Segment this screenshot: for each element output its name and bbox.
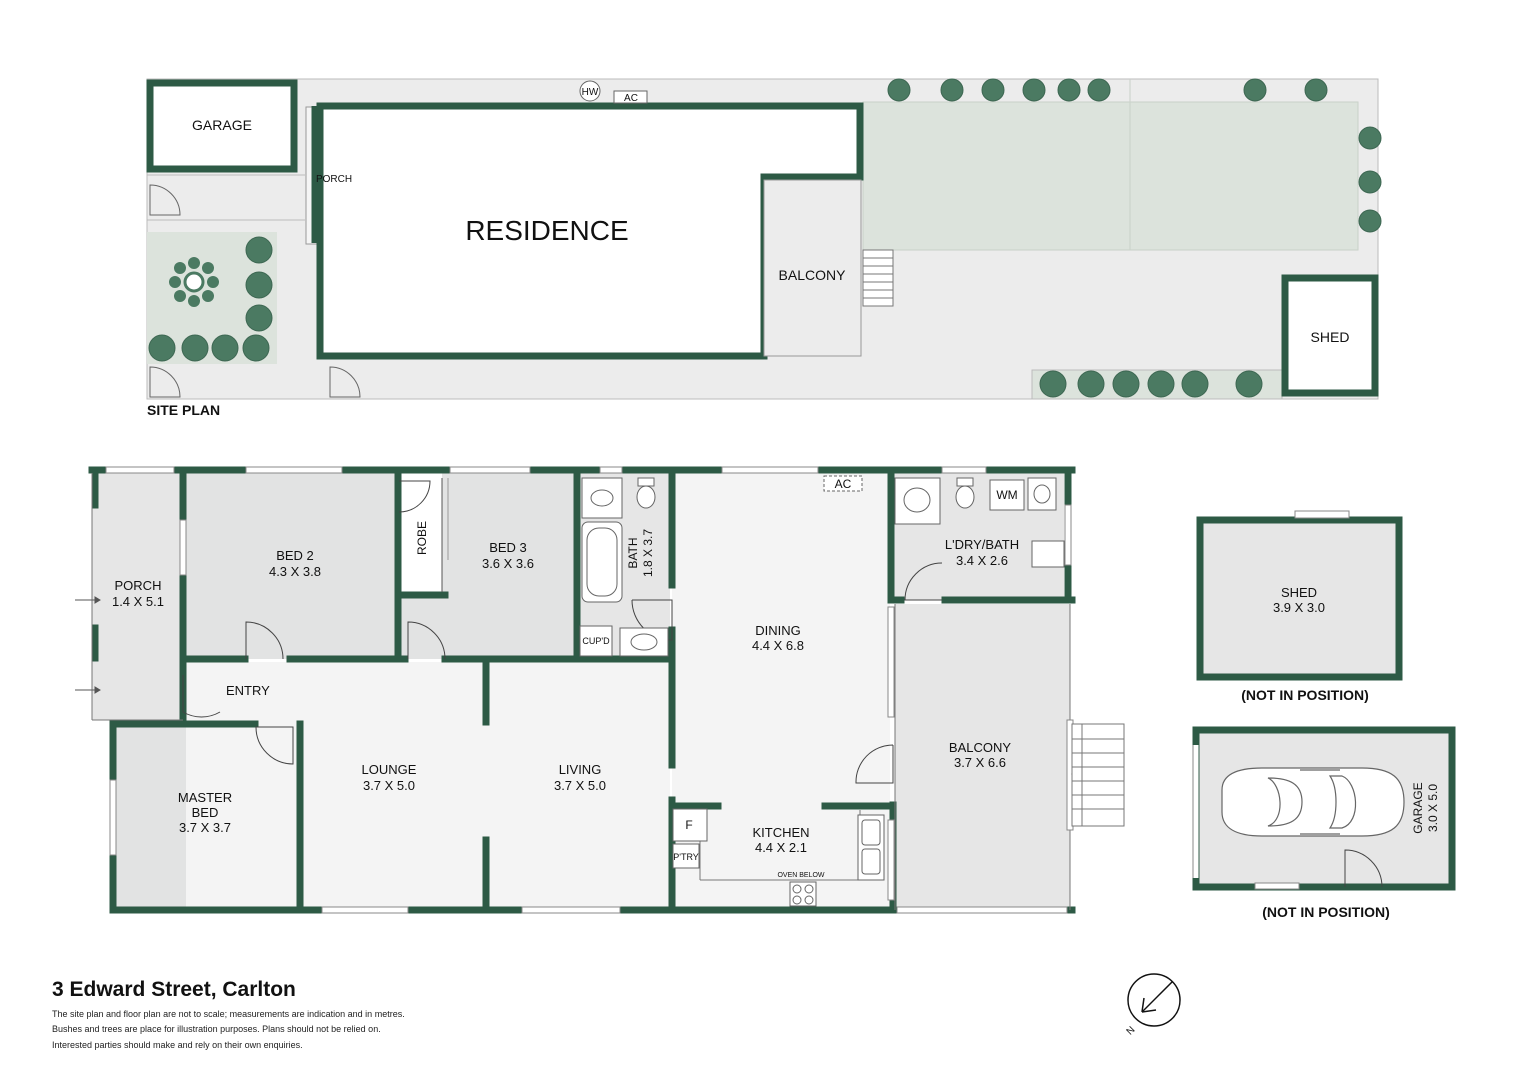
washing-machine-icon <box>989 479 1025 511</box>
robe-label: ROBE <box>415 521 429 555</box>
bed2-floor <box>186 473 400 659</box>
shed-note: (NOT IN POSITION) <box>1241 687 1369 703</box>
floor-plan: PORCH 1.4 X 5.1 BED 2 4.3 X 3.8 BED 3 3.… <box>75 466 1125 914</box>
porch-floor <box>92 473 180 720</box>
outdoor-table-icon <box>169 257 219 307</box>
garage-door-arc <box>1344 849 1383 888</box>
master-size: 3.7 X 3.7 <box>179 820 231 835</box>
site-balcony-label: BALCONY <box>779 267 847 283</box>
ac-label: AC <box>835 477 852 491</box>
gate-arc <box>149 366 181 398</box>
laundry-label: L'DRY/BATH <box>945 537 1019 552</box>
windows <box>105 466 1074 914</box>
site-balcony <box>763 179 862 357</box>
door-arcs <box>182 480 943 784</box>
laundry-toilet-icon <box>955 485 975 509</box>
entry-label: ENTRY <box>226 683 270 698</box>
compass-label: N <box>1125 1025 1138 1038</box>
garage-note: (NOT IN POSITION) <box>1262 904 1390 920</box>
laundry-size: 3.4 X 2.6 <box>956 553 1008 568</box>
site-plan-heading: SITE PLAN <box>147 402 220 418</box>
site-garage <box>146 79 298 173</box>
dining-kitchen-floor <box>672 473 890 910</box>
site-ac-unit <box>613 90 648 104</box>
garage-plan: GARAGE 3.0 X 5.0 (NOT IN POSITION) <box>1192 726 1456 920</box>
site-ac-label: AC <box>624 93 638 104</box>
kitchen-size: 4.4 X 2.1 <box>755 840 807 855</box>
site-stairs <box>862 249 894 307</box>
disclaimer-line: Bushes and trees are place for illustrat… <box>52 1024 381 1034</box>
property-address: 3 Edward Street, Carlton <box>52 978 296 1001</box>
wm-label: WM <box>996 488 1017 502</box>
bed3-label: BED 3 <box>489 540 527 555</box>
site-residence-label: RESIDENCE <box>465 215 628 246</box>
living-size: 3.7 X 5.0 <box>554 778 606 793</box>
master-label-1: MASTER <box>178 790 232 805</box>
cupboard <box>579 625 613 657</box>
robe-floor <box>400 473 442 595</box>
porch-size: 1.4 X 5.1 <box>112 594 164 609</box>
site-shed <box>1281 274 1379 397</box>
lounge-size: 3.7 X 5.0 <box>363 778 415 793</box>
bed3-size: 3.6 X 3.6 <box>482 556 534 571</box>
north-compass-icon: N <box>1125 973 1181 1038</box>
master-label-2: BED <box>192 805 219 820</box>
bath-label: BATH <box>626 537 640 568</box>
fridge-label: F <box>685 818 692 832</box>
bath-size: 1.8 X 3.7 <box>641 529 655 577</box>
site-garage-label: GARAGE <box>192 117 252 133</box>
shed-size: 3.9 X 3.0 <box>1273 600 1325 615</box>
ac-unit <box>823 475 863 492</box>
living-label: LIVING <box>559 762 602 777</box>
dining-label: DINING <box>755 623 801 638</box>
balcony-label: BALCONY <box>949 740 1011 755</box>
site-plan: GARAGE PORCH RESIDENCE BALCONY SHED HW A… <box>146 78 1382 418</box>
toilet-icon <box>636 485 656 509</box>
bed2-size: 4.3 X 3.8 <box>269 564 321 579</box>
pantry <box>672 843 700 869</box>
garage-label: GARAGE <box>1411 782 1425 833</box>
disclaimer-line: The site plan and floor plan are not to … <box>52 1009 405 1019</box>
site-porch-label: PORCH <box>316 174 352 185</box>
dryer-icon <box>1031 540 1065 568</box>
tree-icons <box>148 78 1382 398</box>
hot-water-icon <box>579 80 601 102</box>
site-lawn <box>862 101 1359 251</box>
oven-label: OVEN BELOW <box>777 872 824 879</box>
site-shed-label: SHED <box>1311 329 1350 345</box>
fridge-space <box>672 808 708 842</box>
bed2-label: BED 2 <box>276 548 314 563</box>
shed-plan: SHED 3.9 X 3.0 (NOT IN POSITION) <box>1196 510 1403 703</box>
pantry-label: P'TRY <box>673 852 699 862</box>
shed-door <box>1294 510 1350 519</box>
shed-label: SHED <box>1281 585 1317 600</box>
gate-arc <box>149 184 181 216</box>
garage-size: 3.0 X 5.0 <box>1426 784 1440 832</box>
cupd-label: CUP'D <box>582 636 610 646</box>
bath-fixtures <box>579 475 1065 907</box>
dining-size: 4.4 X 6.8 <box>752 638 804 653</box>
hw-label: HW <box>582 87 599 98</box>
balcony-size: 3.7 X 6.6 <box>954 755 1006 770</box>
lounge-label: LOUNGE <box>362 762 417 777</box>
balcony-stairs <box>1071 723 1125 827</box>
gate-arc <box>329 366 361 398</box>
site-residence <box>316 102 864 360</box>
porch-label: PORCH <box>115 578 162 593</box>
lounge-living-floor <box>186 662 670 908</box>
kitchen-label: KITCHEN <box>752 825 809 840</box>
car-icon <box>1221 767 1405 837</box>
balcony-floor <box>895 604 1070 910</box>
disclaimer-line: Interested parties should make and rely … <box>52 1040 303 1050</box>
